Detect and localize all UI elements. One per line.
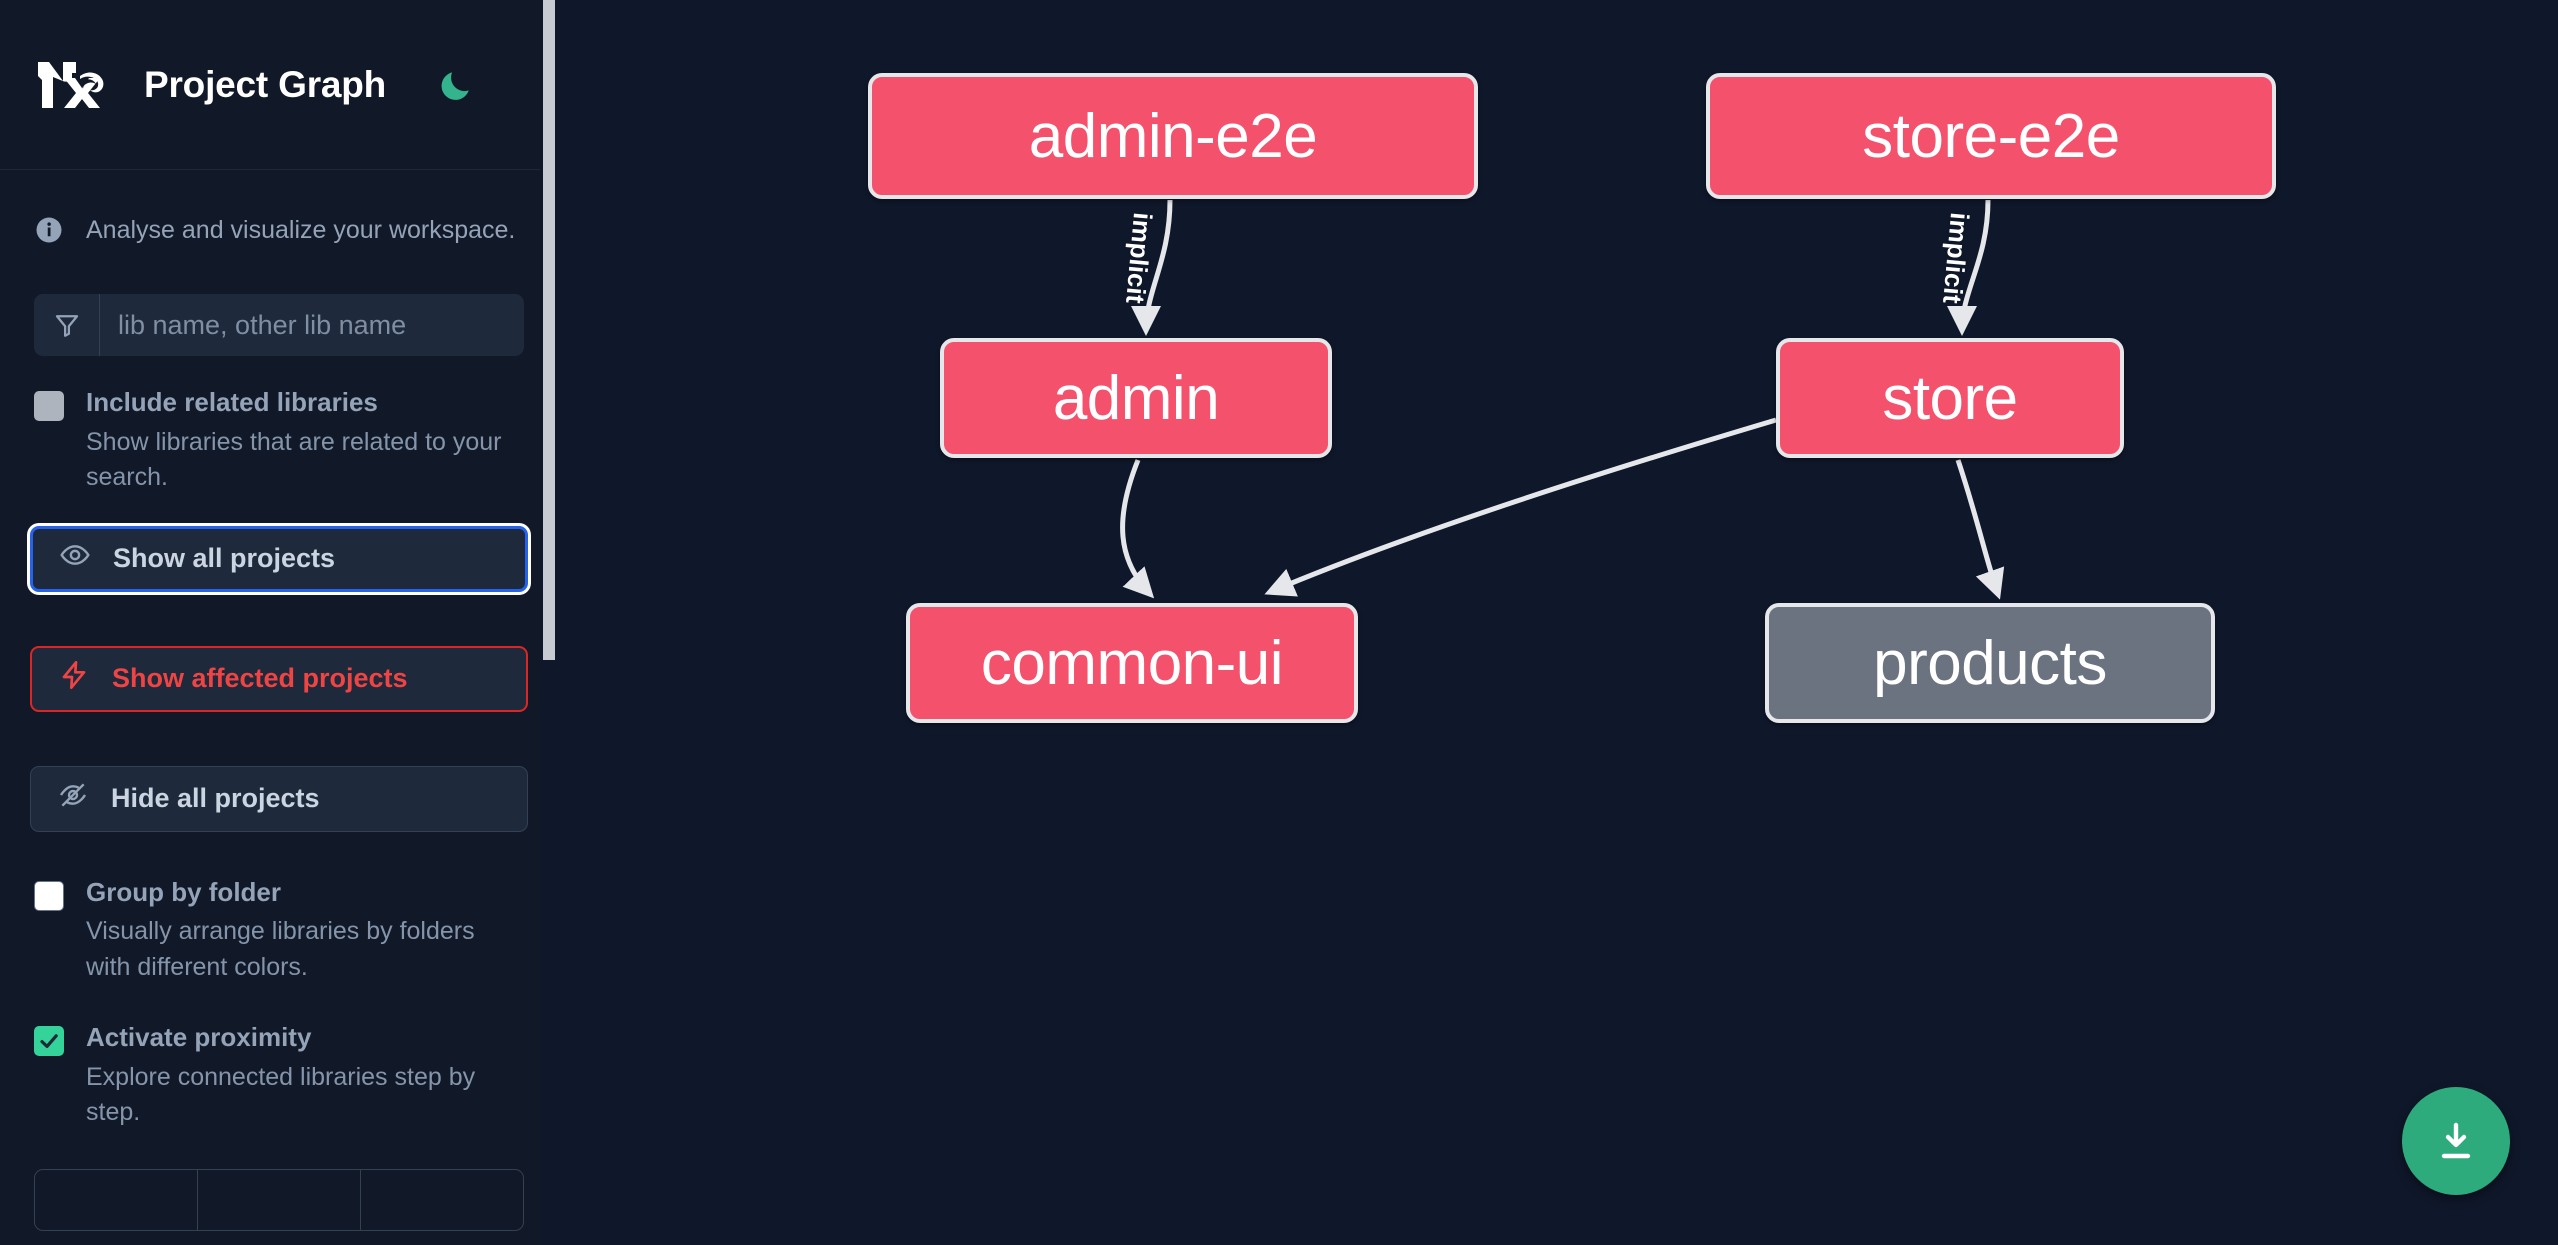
hide-all-projects-button[interactable]: Hide all projects — [30, 765, 528, 832]
download-button[interactable] — [2402, 1087, 2510, 1195]
proximity-seg-1[interactable] — [35, 1169, 198, 1230]
graph-node-common-ui[interactable]: common-ui — [906, 603, 1358, 723]
option-description: Explore connected libraries step by step… — [86, 1062, 476, 1127]
download-icon — [2441, 1122, 2471, 1159]
option-title: Activate proximity — [86, 1022, 312, 1052]
proximity-seg-2[interactable] — [198, 1169, 361, 1230]
graph-edges — [1120, 199, 2005, 600]
option-group-by-folder[interactable]: Group by folder Visually arrange librari… — [0, 832, 558, 986]
graph-node-admin-e2e[interactable]: admin-e2e — [868, 73, 1478, 199]
edge-admin-common-ui — [1120, 459, 1155, 599]
checkbox-include-related-libraries[interactable] — [34, 391, 64, 421]
checkbox-group-by-folder[interactable] — [34, 880, 64, 911]
node-label: admin — [1052, 363, 1220, 433]
node-label: store-e2e — [1862, 101, 2120, 171]
graph-node-store-e2e[interactable]: store-e2e — [1706, 73, 2276, 199]
graph-canvas[interactable]: admin-e2e store-e2e admin store common-u… — [558, 0, 2558, 1245]
search-bar[interactable] — [34, 294, 524, 356]
info-icon — [34, 215, 64, 245]
option-activate-proximity[interactable]: Activate proximity Explore connected lib… — [0, 985, 558, 1131]
node-label: common-ui — [980, 628, 1284, 698]
graph-node-admin[interactable]: admin — [940, 338, 1332, 458]
node-label: admin-e2e — [1028, 101, 1318, 171]
edge-store-common-ui — [1264, 417, 1777, 597]
graph-node-store[interactable]: store — [1776, 338, 2124, 458]
spacer — [30, 730, 528, 748]
show-all-projects-label: Show all projects — [113, 543, 336, 573]
edge-store-products — [1955, 459, 2005, 600]
sidebar-scrollbar[interactable] — [540, 0, 558, 1245]
option-description: Show libraries that are related to your … — [86, 427, 502, 492]
show-affected-projects-button[interactable]: Show affected projects — [30, 645, 528, 712]
option-include-related-libraries[interactable]: Include related libraries Show libraries… — [0, 356, 558, 496]
projects-button-group: Show all projects Show affected projects — [0, 496, 558, 832]
sidebar-header: Project Graph — [0, 0, 558, 170]
sidebar-tagline: Analyse and visualize your workspace. — [0, 170, 558, 258]
graph-node-products[interactable]: products — [1765, 603, 2215, 723]
search-input[interactable] — [100, 294, 524, 356]
edge-admin-e2e-admin — [1131, 199, 1173, 336]
show-affected-projects-label: Show affected projects — [112, 663, 408, 693]
tagline-text: Analyse and visualize your workspace. — [86, 215, 516, 244]
proximity-seg-3[interactable] — [361, 1170, 523, 1230]
sidebar-scrollbar-thumb[interactable] — [543, 0, 555, 660]
filter-icon — [34, 294, 100, 356]
node-label: products — [1873, 628, 2107, 698]
hide-all-projects-label: Hide all projects — [111, 783, 320, 813]
moon-icon[interactable] — [434, 63, 478, 107]
edge-store-e2e-store — [1947, 199, 1991, 336]
option-description: Visually arrange libraries by folders wi… — [86, 917, 475, 981]
option-title: Include related libraries — [86, 387, 378, 417]
spacer — [30, 610, 528, 628]
eye-off-icon — [57, 779, 89, 818]
show-all-projects-button[interactable]: Show all projects — [30, 525, 528, 592]
eye-icon — [59, 539, 91, 578]
checkbox-activate-proximity[interactable] — [34, 1026, 64, 1056]
nx-logo-icon — [34, 54, 118, 116]
proximity-step-button-group[interactable] — [34, 1168, 524, 1231]
option-title: Group by folder — [86, 876, 281, 907]
node-label: store — [1882, 363, 2018, 433]
page-title: Project Graph — [144, 63, 387, 105]
lightning-icon — [58, 659, 90, 698]
sidebar: Project Graph Analyse and visualize your… — [0, 0, 558, 1245]
